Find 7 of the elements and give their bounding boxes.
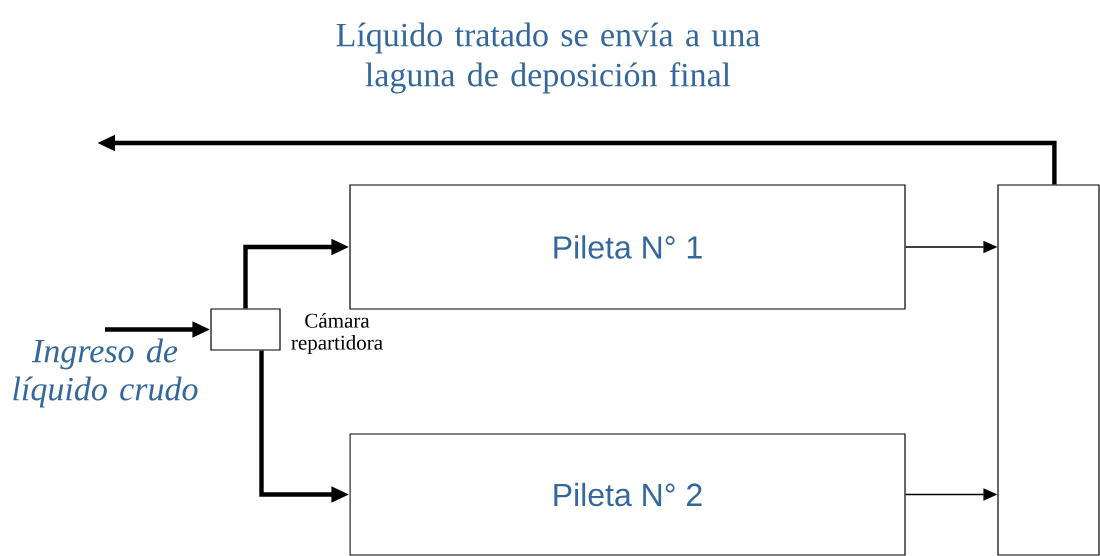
outlet-box [997,184,1100,556]
chamber-box [210,308,281,351]
pond-box: Pileta N° 2 [349,433,906,556]
node-caption: Cámara repartidora [291,312,383,354]
title-text: Líquido tratado se envía a una laguna de deposición final [336,22,760,94]
inlet-text: Ingreso de líquido crudo [13,338,198,408]
pond-box: Pileta N° 1 [349,184,906,310]
